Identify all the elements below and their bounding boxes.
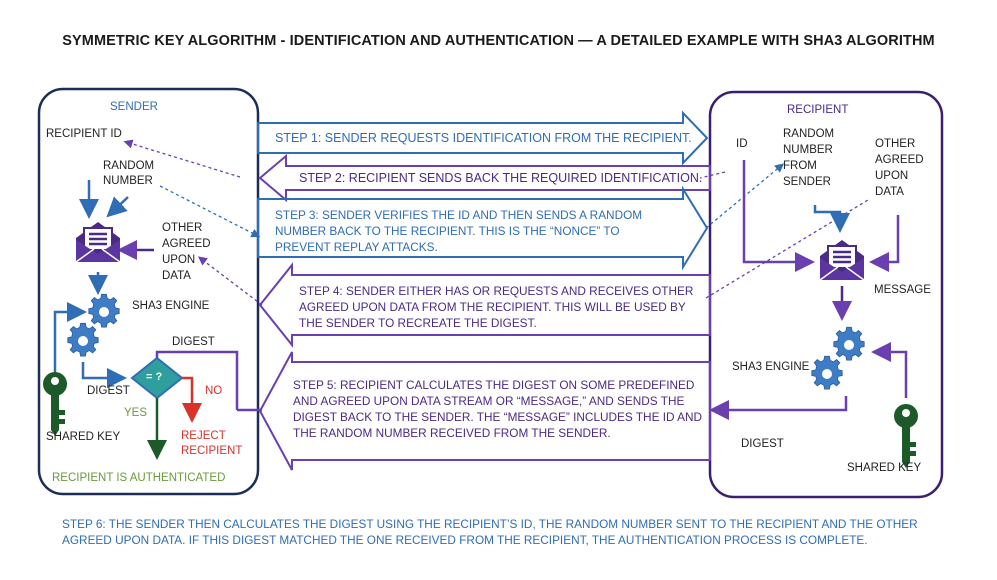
recipient-engine-label: SHA3 ENGINE <box>732 361 810 373</box>
recipient-id-label: ID <box>736 138 748 150</box>
recipient-gear-top-icon <box>833 326 865 361</box>
sender-engine-label: SHA3 ENGINE <box>132 300 210 312</box>
step2-arrow <box>258 153 711 203</box>
step6-text: STEP 6: THE SENDER THEN CALCULATES THE D… <box>62 517 918 547</box>
reject-line1: REJECT <box>181 430 226 442</box>
sender-heading: SENDER <box>110 101 158 113</box>
sender-random-line1: RANDOM <box>103 160 155 172</box>
sender-other-line2: AGREED <box>162 238 211 250</box>
step3-text: STEP 3: SENDER VERIFIES THE ID AND THEN … <box>275 208 643 254</box>
diagram-title: SYMMETRIC KEY ALGORITHM - IDENTIFICATION… <box>62 33 935 49</box>
recipient-random-line3: FROM <box>783 160 817 172</box>
sender-shared-key: SHARED KEY <box>46 431 121 443</box>
sender-gear-top-icon <box>88 293 120 328</box>
dashed-id-link-right <box>699 171 726 179</box>
sender-digest-local: DIGEST <box>87 385 130 397</box>
recipient-message-label: MESSAGE <box>874 284 931 296</box>
recipient-gear-bottom-icon <box>811 355 843 390</box>
step4-text: STEP 4: SENDER EITHER HAS OR REQUESTS AN… <box>299 284 694 330</box>
sender-other-line4: DATA <box>162 270 191 282</box>
step5-text: STEP 5: RECIPIENT CALCULATES THE DIGEST … <box>293 378 703 440</box>
sender-gear-bottom-icon <box>67 322 99 357</box>
recipient-other-line2: AGREED <box>875 154 924 166</box>
dashed-id-link <box>123 139 241 178</box>
sender-other-line3: UPON <box>162 254 196 266</box>
recipient-random-line2: NUMBER <box>783 144 833 156</box>
yes-label: YES <box>124 407 148 419</box>
recipient-other-line4: DATA <box>875 186 904 198</box>
recipient-other-line1: OTHER <box>875 138 916 150</box>
recipient-random-line4: SENDER <box>783 176 831 188</box>
sender-digest-received: DIGEST <box>172 336 215 348</box>
dashed-other-link <box>197 256 263 306</box>
sender-recipient-id: RECIPIENT ID <box>46 128 122 140</box>
step2-text: STEP 2: RECIPIENT SENDS BACK THE REQUIRE… <box>299 171 703 185</box>
reject-line2: RECIPIENT <box>181 445 243 457</box>
sender-other-line1: OTHER <box>162 222 203 234</box>
sender-panel <box>37 87 260 496</box>
step1-text: STEP 1: SENDER REQUESTS IDENTIFICATION F… <box>275 131 692 145</box>
step3-arrow <box>257 185 709 271</box>
recipient-shared-key: SHARED KEY <box>847 462 922 474</box>
dashed-random-link <box>159 185 261 238</box>
recipient-digest-label: DIGEST <box>741 438 784 450</box>
recipient-other-line3: UPON <box>875 170 909 182</box>
compare-label: = ? <box>146 371 163 383</box>
no-label: NO <box>205 385 223 397</box>
step5-arrow <box>258 351 711 471</box>
authenticated-label: RECIPIENT IS AUTHENTICATED <box>52 472 226 484</box>
sender-random-line2: NUMBER <box>103 175 153 187</box>
step4-arrow <box>258 262 711 348</box>
step1-arrow <box>257 110 709 166</box>
recipient-heading: RECIPIENT <box>787 104 849 116</box>
recipient-random-line1: RANDOM <box>783 128 835 140</box>
